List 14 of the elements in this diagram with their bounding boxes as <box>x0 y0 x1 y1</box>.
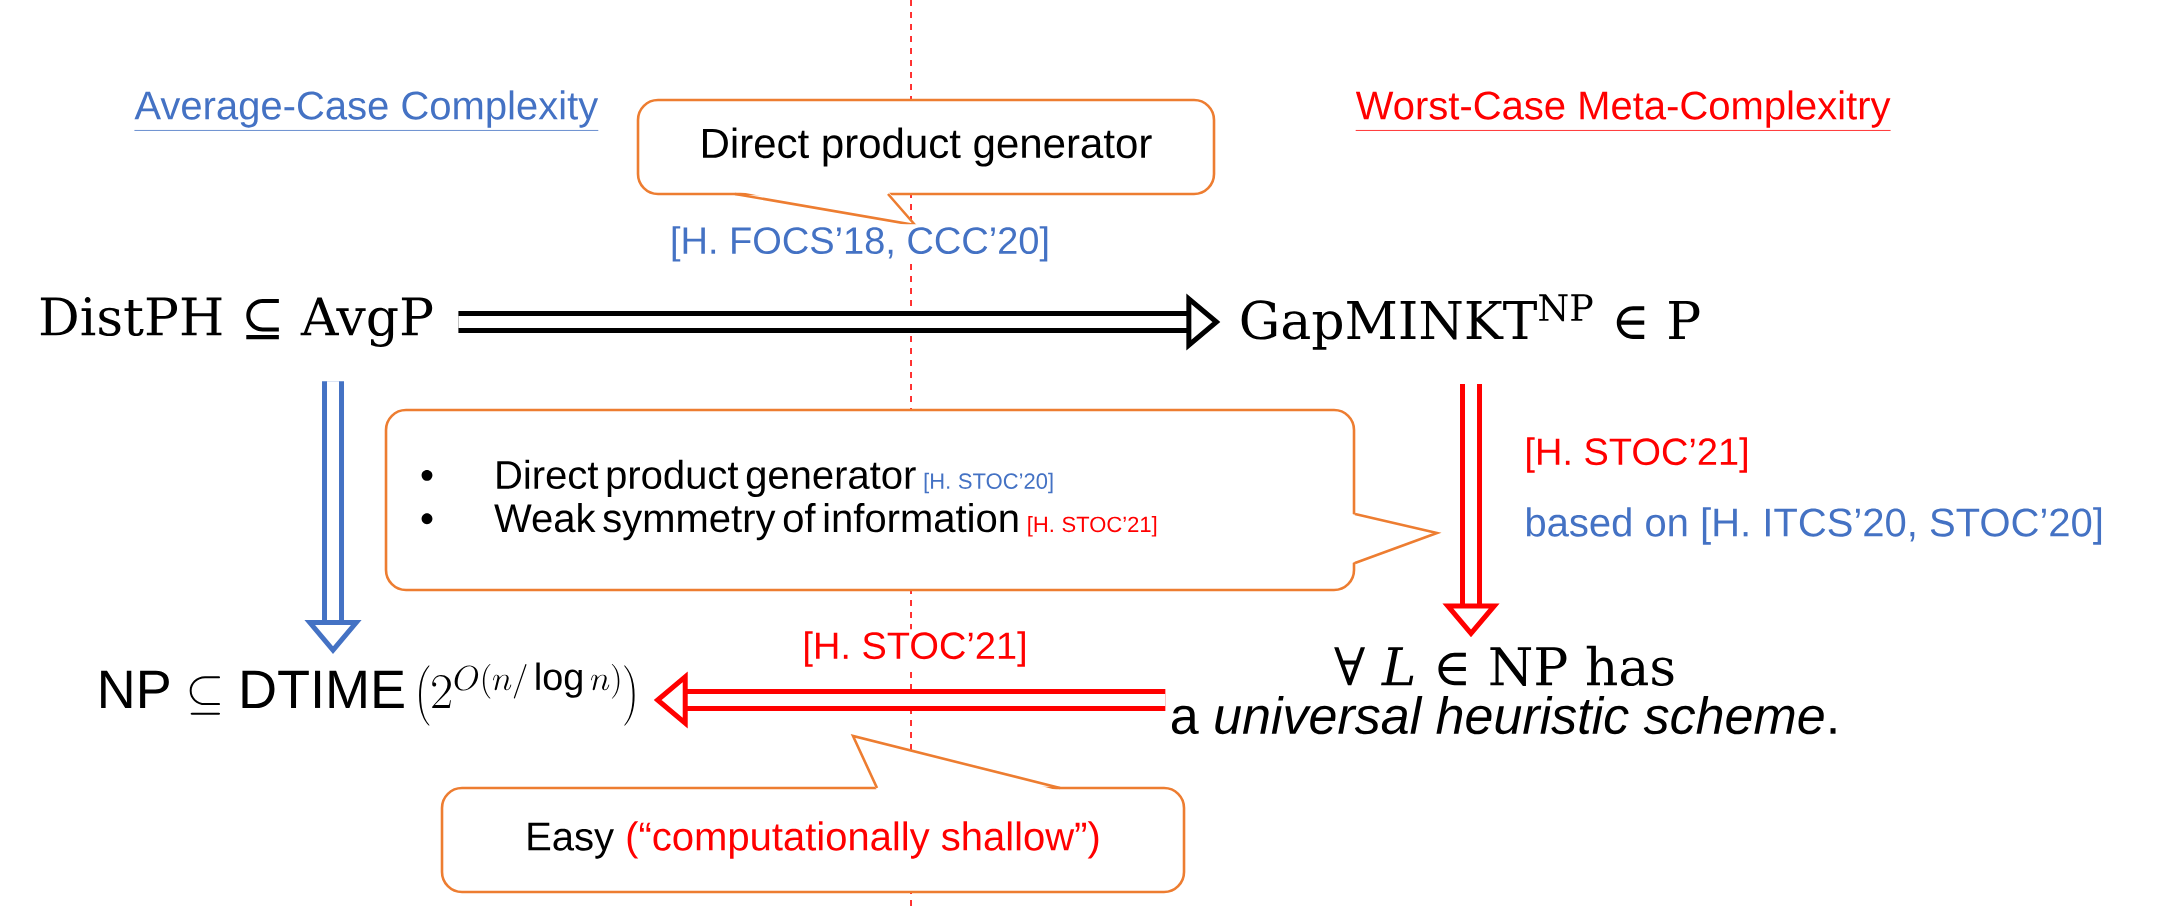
edge-label: [H. STOC’21] <box>1522 435 1752 475</box>
note-text: based on [H. ITCS’20, STOC’20] <box>1527 507 2102 545</box>
heading: Worst-Case Meta-Complexitry <box>1355 90 1891 131</box>
statement-text: ∀ L ∈ NP has a universal heuristic scheme. <box>1171 645 1836 735</box>
formula-text: $\mathrm{NP} \subseteq \mathrm{DTIME}\left(2^{O(n/\log n)}\right)$ <box>101 662 635 726</box>
heading: Average-Case Complexity <box>134 90 599 131</box>
node-label: (“computationally shallow”) <box>627 821 1099 859</box>
callout-box: • Direct product generator [H. STOC’20] • Weak symmetry of information [H. STOC’21] <box>384 408 1442 592</box>
edge-label: [H. STOC’21] <box>800 629 1030 669</box>
callout-box: Direct product generator <box>636 98 1216 227</box>
node-label: Easy <box>528 822 614 859</box>
formula-text: DistPH ⊆ AvgP <box>40 297 433 347</box>
callout-box: Easy (“computationally shallow”) <box>440 734 1186 894</box>
formula-text: GapMINKT$^{NP}$ ∈ P <box>1241 294 1700 350</box>
